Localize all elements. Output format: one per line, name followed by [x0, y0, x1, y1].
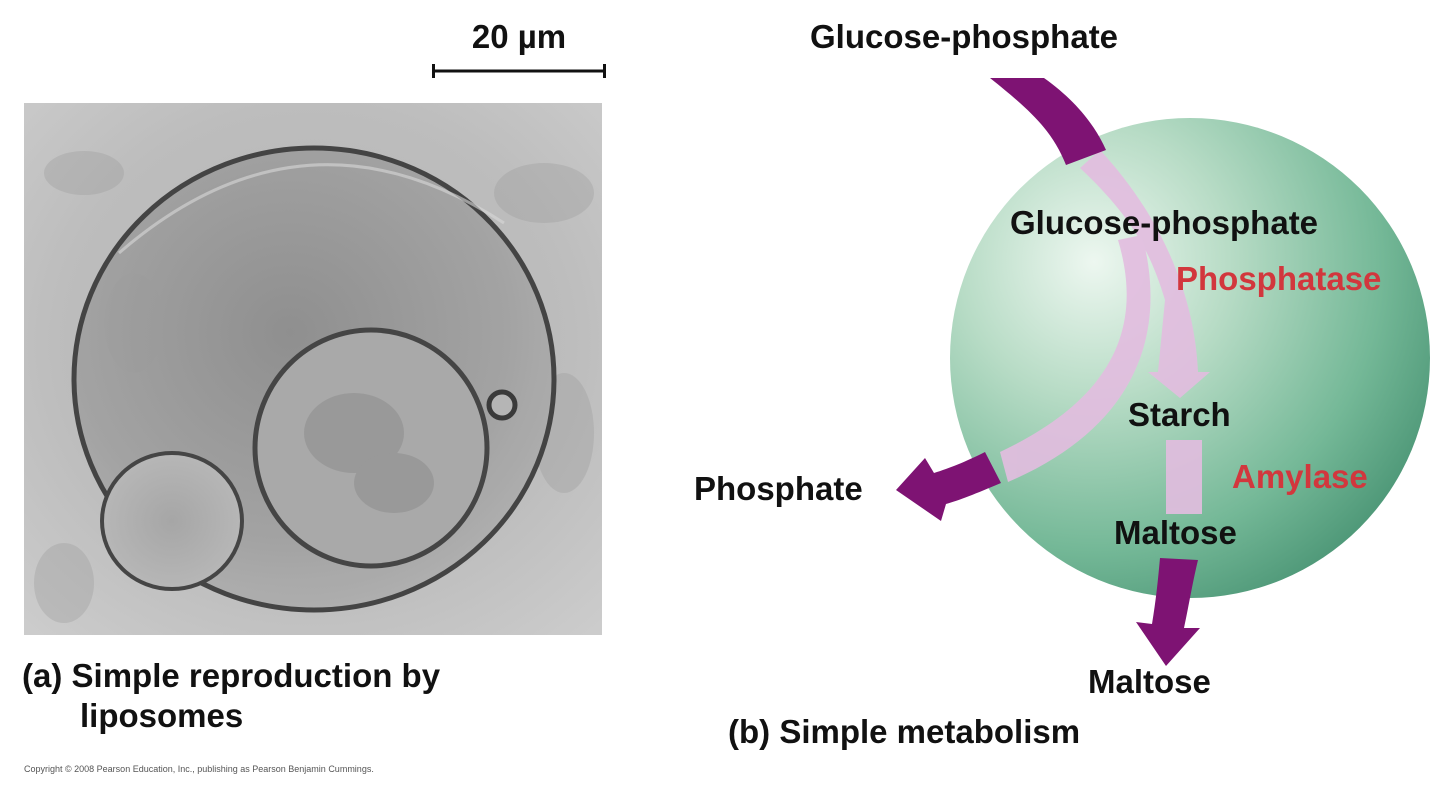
caption-b: (b) Simple metabolism	[728, 712, 1080, 752]
arrow-phosphate-out	[896, 452, 1001, 521]
label-phosphatase: Phosphatase	[1176, 260, 1382, 297]
inner-vesicle-tiny	[486, 389, 518, 421]
label-maltose-outside: Maltose	[1088, 663, 1211, 700]
arrow-glucose-in	[990, 78, 1106, 165]
label-glucose-phosphate-inside: Glucose-phosphate	[1010, 204, 1319, 241]
caption-a-line1: Simple reproduction by	[71, 657, 441, 694]
caption-a-line2: liposomes	[80, 697, 244, 734]
caption-a-letter: (a)	[22, 657, 63, 694]
caption-b-text: Simple metabolism	[779, 713, 1081, 750]
inner-vesicle-small	[100, 451, 244, 591]
scale-bar-line	[432, 64, 606, 78]
label-maltose-inside: Maltose	[1114, 514, 1237, 551]
caption-b-letter: (b)	[728, 713, 771, 750]
scale-bar: 20 µm	[432, 18, 606, 78]
label-starch: Starch	[1128, 396, 1231, 433]
liposome-micrograph	[24, 103, 602, 635]
label-glucose-phosphate-outside: Glucose-phosphate	[810, 18, 1119, 55]
scale-bar-label: 20 µm	[471, 18, 567, 55]
label-amylase: Amylase	[1232, 458, 1368, 495]
copyright-notice: Copyright © 2008 Pearson Education, Inc.…	[24, 764, 374, 774]
inside-pathway-arrows	[1000, 150, 1210, 514]
label-phosphate-outside: Phosphate	[694, 470, 863, 507]
arrow-maltose-out	[1136, 558, 1200, 666]
caption-a: (a) Simple reproduction by liposomes	[22, 656, 582, 736]
